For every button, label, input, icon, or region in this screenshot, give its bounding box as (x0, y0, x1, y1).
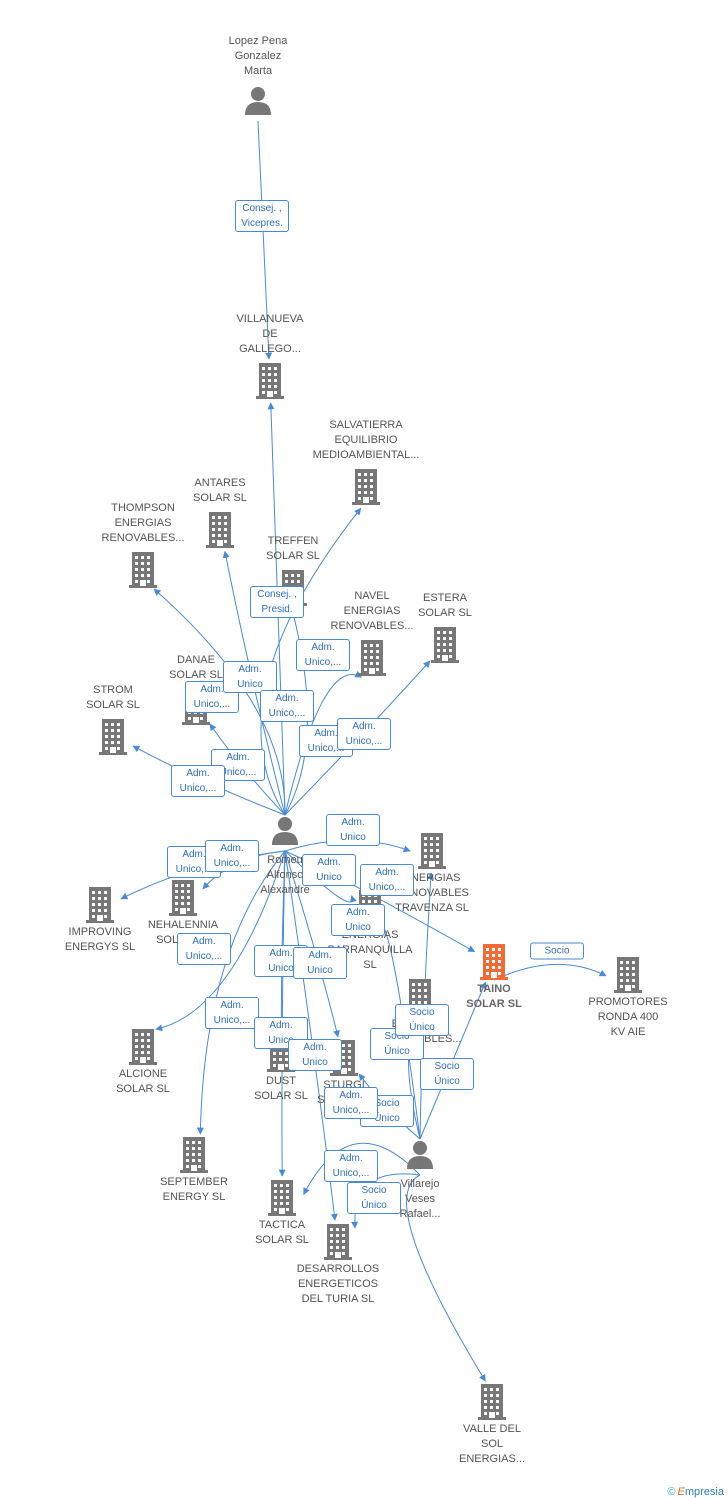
company-name-salvatierra[interactable]: SALVATIERRA EQUILIBRIO MEDIOAMBIENTAL... (312, 419, 420, 461)
company-name-valle[interactable]: VALLE DEL SOL ENERGIAS... (458, 1423, 526, 1465)
relation-label[interactable]: Adm. Unico,... (296, 639, 350, 671)
building-icon[interactable] (352, 469, 380, 510)
person-icon[interactable] (270, 815, 300, 850)
building-icon[interactable] (480, 944, 508, 985)
building-icon[interactable] (129, 552, 157, 593)
building-icon[interactable] (431, 627, 459, 668)
relation-label[interactable]: Adm. Unico (254, 1017, 308, 1049)
relation-label[interactable]: Adm. Unico,... (324, 1087, 378, 1119)
relation-edge (284, 850, 357, 903)
company-name-estera[interactable]: ESTERA SOLAR SL (418, 592, 472, 619)
company-name-thompson[interactable]: THOMPSON ENERGIAS RENOVABLES... (101, 502, 185, 544)
building-icon[interactable] (418, 833, 446, 874)
building-icon[interactable] (169, 880, 197, 921)
building-icon[interactable] (478, 1384, 506, 1425)
copyright-mark: © (667, 1486, 676, 1498)
building-icon[interactable] (256, 363, 284, 404)
company-name-treffen[interactable]: TREFFEN SOLAR SL (266, 535, 320, 562)
person-name-lopez[interactable]: Lopez Pena Gonzalez Marta (228, 35, 288, 77)
company-name-improving[interactable]: IMPROVING ENERGYS SL (64, 926, 136, 953)
relation-edge (284, 850, 476, 953)
person-icon[interactable] (405, 1139, 435, 1174)
relation-edge (196, 850, 286, 1135)
relation-edge (155, 850, 286, 1032)
relation-label[interactable]: Consej. , Vicepres. (235, 200, 289, 232)
building-icon[interactable] (358, 640, 386, 681)
relation-edge (303, 1142, 421, 1196)
company-name-antares[interactable]: ANTARES SOLAR SL (193, 477, 247, 504)
relation-label[interactable]: Adm. Unico (331, 904, 385, 936)
relation-edge (406, 1174, 486, 1382)
person-name-villarejo[interactable]: Villarejo Veses Rafael... (399, 1178, 441, 1220)
building-icon[interactable] (99, 719, 127, 760)
company-name-promotores[interactable]: PROMOTORES RONDA 400 KV AIE (588, 996, 668, 1038)
relation-label[interactable]: Adm. Unico (288, 1039, 342, 1071)
relation-label[interactable]: Adm. Unico,... (171, 765, 225, 797)
company-name-danae[interactable]: DANAE SOLAR SL (169, 654, 223, 681)
building-icon[interactable] (206, 512, 234, 553)
relation-label[interactable]: Adm. Unico,... (205, 840, 259, 872)
relation-label[interactable]: Adm. Unico,... (337, 718, 391, 750)
relation-label[interactable]: Adm. Unico,... (205, 997, 259, 1029)
building-icon[interactable] (614, 957, 642, 998)
relation-label[interactable]: Adm. Unico (302, 854, 356, 886)
company-name-desarrollos[interactable]: DESARROLLOS ENERGETICOS DEL TURIA SL (296, 1263, 380, 1305)
company-name-villanueva[interactable]: VILLANUEVA DE GALLEGO... (236, 313, 304, 355)
company-name-alcione[interactable]: ALCIONE SOLAR SL (116, 1068, 170, 1095)
empresia-logo: ©Empresia (667, 1486, 724, 1498)
company-name-dust[interactable]: DUST SOLAR SL (254, 1075, 308, 1102)
brand-name: mpresia (684, 1486, 724, 1498)
relation-label[interactable]: Adm. Unico (326, 814, 380, 846)
relation-label[interactable]: Socio Único (347, 1182, 401, 1214)
building-icon[interactable] (86, 887, 114, 928)
relation-label[interactable]: Adm. Unico (293, 947, 347, 979)
building-icon[interactable] (324, 1224, 352, 1265)
relation-label[interactable]: Adm. Unico,... (260, 690, 314, 722)
company-name-travenza[interactable]: ENERGIAS RENOVABLES TRAVENZA SL (395, 872, 469, 914)
person-icon[interactable] (243, 85, 273, 120)
company-name-tactica[interactable]: TACTICA SOLAR SL (255, 1219, 309, 1246)
relation-label[interactable]: Socio (530, 942, 584, 960)
relation-edge (493, 963, 607, 981)
building-icon[interactable] (129, 1029, 157, 1070)
relation-edge (284, 671, 362, 816)
relation-label[interactable]: Adm. Unico,... (324, 1150, 378, 1182)
company-name-taino[interactable]: TAINO SOLAR SL (466, 983, 522, 1010)
relation-edge (153, 588, 286, 816)
relation-label[interactable]: Consej. , Presid. (250, 586, 304, 618)
company-name-strom[interactable]: STROM SOLAR SL (86, 684, 140, 711)
relation-label[interactable]: Adm. Unico,... (177, 933, 231, 965)
company-name-navel[interactable]: NAVEL ENERGIAS RENOVABLES... (330, 590, 414, 632)
relation-label[interactable]: Adm. Unico (223, 661, 277, 693)
relation-label[interactable]: Socio Único (395, 1004, 449, 1036)
company-name-september[interactable]: SEPTEMBER ENERGY SL (160, 1176, 228, 1203)
relation-label[interactable]: Adm. Unico,... (360, 864, 414, 896)
brand-initial: E (677, 1486, 685, 1498)
person-name-romeu[interactable]: Romeu Alfonso Alexandre (260, 854, 310, 896)
relation-label[interactable]: Socio Único (420, 1058, 474, 1090)
building-icon[interactable] (268, 1180, 296, 1221)
building-icon[interactable] (180, 1137, 208, 1178)
